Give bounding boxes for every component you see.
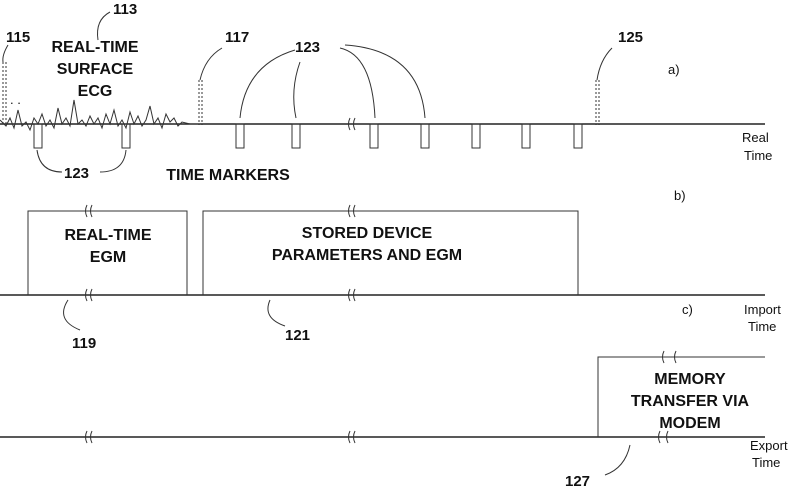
- panel-a-label: a): [668, 62, 680, 77]
- leader-119: [64, 300, 80, 330]
- ecg-label-line3: ECG: [78, 83, 113, 100]
- ecg-trace: [0, 100, 200, 130]
- time-markers-label: TIME MARKERS: [166, 167, 290, 184]
- memory-label-line3: MODEM: [659, 415, 720, 432]
- time-marker: [236, 124, 244, 148]
- leader-115: [3, 45, 8, 62]
- ellipsis-dots: . .: [10, 92, 21, 107]
- ref-117: 117: [225, 29, 249, 46]
- time-marker: [370, 124, 378, 148]
- leader-127: [605, 445, 630, 475]
- time-marker: [574, 124, 582, 148]
- leader-123-bottom-a: [37, 150, 62, 172]
- ref-127: 127: [565, 473, 590, 488]
- leader-121: [268, 300, 285, 326]
- leader-125: [597, 48, 612, 80]
- time-marker: [292, 124, 300, 148]
- ref-119: 119: [72, 335, 96, 352]
- axis-a-line2: Time: [744, 148, 772, 163]
- panel-b-label: b): [674, 188, 686, 203]
- ref-113: 113: [113, 1, 137, 18]
- leader-123-bottom-b: [100, 150, 126, 172]
- memory-label-line1: MEMORY: [654, 371, 726, 388]
- leader-117: [200, 48, 222, 80]
- egm-label-line1: REAL-TIME: [64, 227, 151, 244]
- egm-label-line2: EGM: [90, 249, 126, 266]
- axis-c-line1: Export: [750, 438, 788, 453]
- time-marker: [34, 124, 42, 148]
- ecg-label-line2: SURFACE: [57, 61, 134, 78]
- time-marker: [421, 124, 429, 148]
- leader-123-b: [294, 62, 300, 118]
- axis-c-line2: Time: [752, 455, 780, 470]
- time-marker: [522, 124, 530, 148]
- stored-label-line1: STORED DEVICE: [302, 225, 433, 242]
- ref-123-bottom: 123: [64, 165, 89, 182]
- panel-c-label: c): [682, 302, 693, 317]
- leader-113: [98, 12, 111, 40]
- ref-115: 115: [6, 29, 30, 46]
- memory-label-line2: TRANSFER VIA: [631, 393, 750, 410]
- axis-b-line1: Import: [744, 302, 781, 317]
- leader-123-d: [345, 45, 425, 118]
- time-marker-boxes: [34, 124, 582, 148]
- axis-b-line2: Time: [748, 319, 776, 334]
- ref-123-top: 123: [295, 39, 320, 56]
- stored-label-line2: PARAMETERS AND EGM: [272, 247, 462, 264]
- leader-123-c: [340, 48, 375, 118]
- leader-123-a: [240, 50, 295, 118]
- ecg-label-line1: REAL-TIME: [51, 39, 138, 56]
- ref-121: 121: [285, 327, 310, 344]
- ref-125: 125: [618, 29, 643, 46]
- time-marker: [472, 124, 480, 148]
- axis-a-line1: Real: [742, 130, 769, 145]
